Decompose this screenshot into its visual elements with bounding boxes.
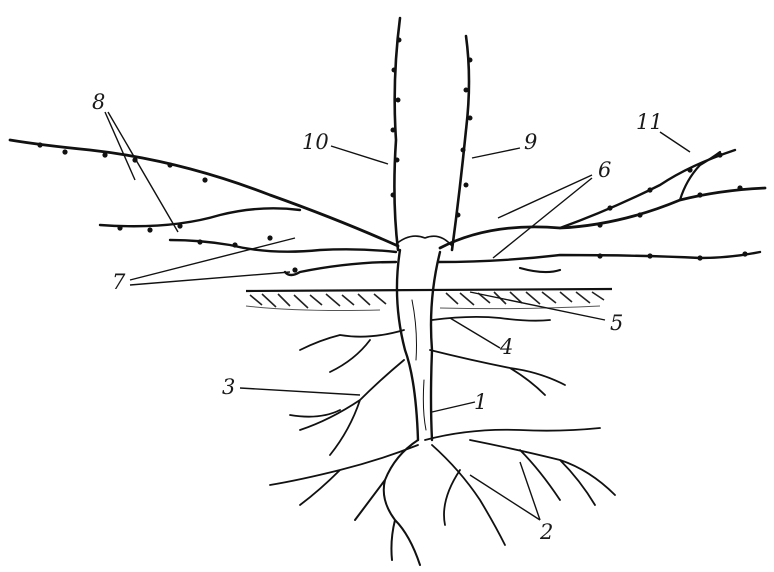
label-4: 4 xyxy=(500,337,513,358)
label-10: 10 xyxy=(302,132,329,153)
label-2: 2 xyxy=(540,522,553,543)
label-5: 5 xyxy=(610,313,623,334)
roots xyxy=(270,317,615,565)
soil-surface xyxy=(246,289,612,311)
label-9: 9 xyxy=(524,132,537,153)
vertical-canes xyxy=(391,18,473,250)
label-6: 6 xyxy=(598,160,611,181)
label-3: 3 xyxy=(222,377,235,398)
left-arms xyxy=(10,140,398,275)
label-8: 8 xyxy=(92,92,105,113)
label-11: 11 xyxy=(636,112,663,133)
label-1: 1 xyxy=(474,392,487,413)
label-7: 7 xyxy=(112,272,125,293)
